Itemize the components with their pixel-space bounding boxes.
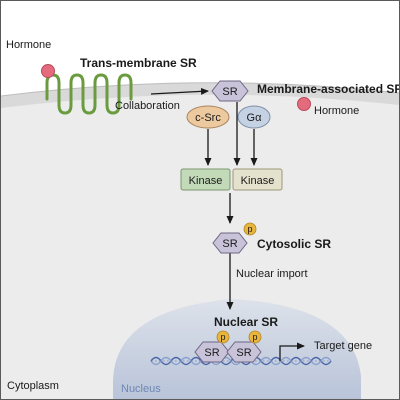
phospho-badge-cytosolic [243, 222, 257, 236]
membrane-outer-edge [1, 82, 399, 97]
transcription-start-arrow [279, 342, 305, 361]
g-alpha-node [237, 105, 271, 129]
cytosolic-sr-title: Cytosolic SR [257, 237, 331, 251]
phospho-label-nuclear-2: p [252, 332, 257, 342]
collaboration-arrow [150, 87, 209, 95]
nuclear-sr-label-1: SR [204, 347, 219, 359]
target-gene-label: Target gene [314, 340, 372, 352]
hormone-right-label: Hormone [314, 105, 359, 117]
plasma-membrane [1, 82, 399, 108]
phospho-label-cytosolic: p [247, 224, 252, 234]
hormone-right-icon [297, 97, 311, 111]
cytosolic-sr-label: SR [222, 238, 237, 250]
nuclear-sr-title: Nuclear SR [214, 315, 278, 329]
nucleus-label: Nucleus [121, 383, 161, 395]
trans-membrane-receptor-icon [45, 73, 133, 115]
nuclear-import-label: Nuclear import [236, 268, 308, 280]
phospho-badge-nuclear-1 [216, 330, 230, 344]
cytosolic-sr-node [212, 232, 248, 254]
c-src-node [186, 105, 230, 129]
kinase-box-right [232, 168, 283, 191]
phospho-label-nuclear-1: p [220, 332, 225, 342]
trans-membrane-sr-label: Trans-membrane SR [80, 56, 197, 70]
membrane-sr-label: SR [222, 86, 237, 98]
c-src-label: c-Src [195, 112, 221, 124]
g-alpha-label: Gα [247, 112, 263, 124]
kinase-right-label: Kinase [241, 175, 275, 187]
hormone-top-label: Hormone [6, 39, 51, 51]
membrane-sr-node [211, 80, 249, 102]
phospho-badge-nuclear-2 [248, 330, 262, 344]
kinase-left-label: Kinase [189, 175, 223, 187]
kinase-box-left [180, 168, 231, 191]
nuclear-sr-label-2: SR [236, 347, 251, 359]
collaboration-label: Collaboration [115, 100, 180, 112]
cytoplasm-label: Cytoplasm [7, 380, 59, 392]
membrane-associated-sr-label: Membrane-associated SR [257, 82, 399, 96]
hormone-top-icon [41, 64, 55, 78]
